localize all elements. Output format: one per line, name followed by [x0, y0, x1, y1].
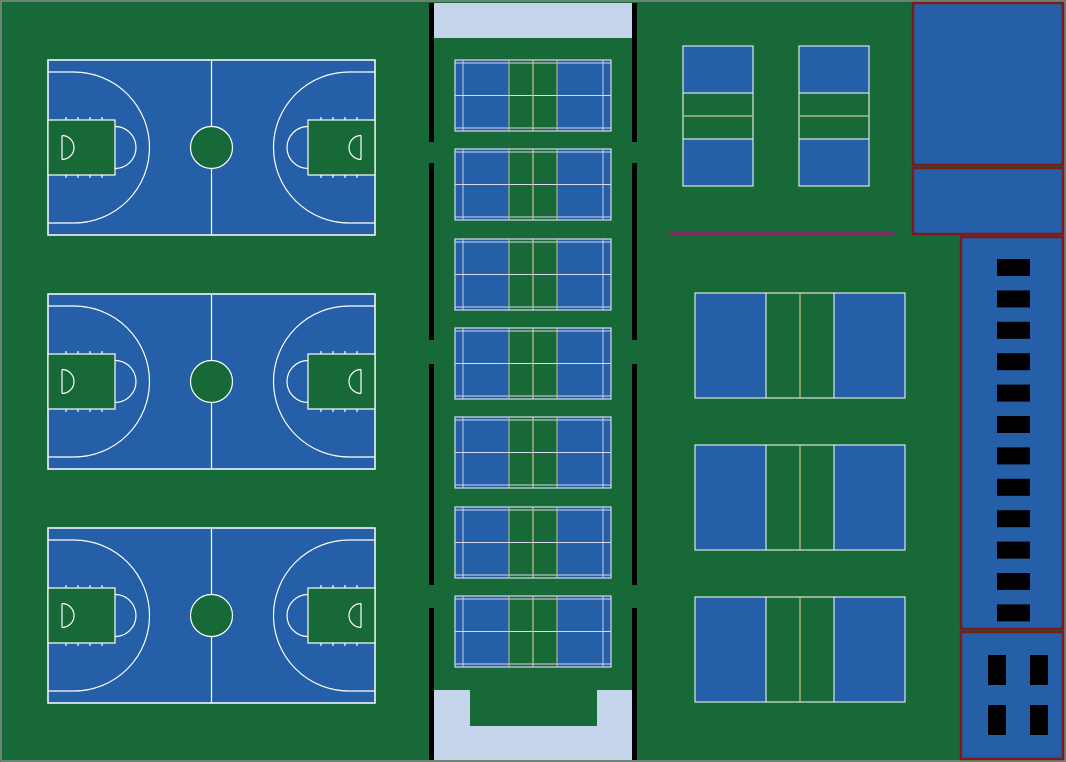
top-entrance-area: [434, 3, 632, 38]
three-point-line-right: [272, 305, 375, 458]
hall-wall-segment: [632, 163, 637, 340]
hall-wall-segment: [429, 608, 434, 760]
center-circle: [189, 359, 234, 404]
three-point-line-left: [48, 539, 151, 692]
court-outline: [454, 327, 612, 400]
three-point-line-left: [48, 71, 151, 224]
paint-key-left: [47, 587, 116, 644]
paint-key-left: [47, 119, 116, 176]
hall-wall-segment: [429, 3, 434, 142]
badminton-court: [454, 148, 612, 221]
basketball-court: [47, 293, 376, 470]
three-point-line-left: [48, 305, 151, 458]
room-seat: [988, 655, 1006, 685]
bleacher-seat: [997, 510, 1030, 528]
bottom-entrance-area: [434, 690, 632, 760]
bleacher-seat: [997, 573, 1030, 590]
bleacher-seat: [997, 447, 1030, 465]
court-outline: [454, 506, 612, 579]
center-circle: [189, 593, 234, 638]
paint-key-right: [307, 587, 376, 644]
bleacher-seat: [997, 353, 1030, 371]
restricted-arc-left: [61, 368, 75, 395]
court-outline: [454, 595, 612, 668]
hall-wall-segment: [429, 163, 434, 340]
hall-wall-segment: [632, 3, 637, 142]
bleacher-seat: [997, 604, 1030, 622]
center-circle: [189, 125, 234, 170]
court-outline: [454, 59, 612, 132]
paint-key-left: [47, 353, 116, 410]
right-side-rooms: [911, 1, 1065, 761]
free-throw-arc-left: [114, 125, 137, 170]
paint-key-right: [307, 119, 376, 176]
court-outline: [454, 238, 612, 311]
free-throw-arc-left: [114, 593, 137, 638]
bleacher-seat: [997, 290, 1030, 308]
free-throw-arc-right: [286, 593, 309, 638]
hall-wall-segment: [632, 364, 637, 585]
volleyball-court-large: [694, 292, 906, 399]
large-volleyball-courts: [694, 292, 906, 703]
room-seat: [988, 705, 1006, 735]
volleyball-court-large: [694, 596, 906, 703]
restricted-arc-right: [348, 134, 362, 161]
restricted-arc-left: [61, 602, 75, 629]
small-volleyball-courts: [682, 45, 870, 187]
office-room: [911, 166, 1065, 236]
bleacher-seat: [997, 321, 1030, 339]
bleacher-seat: [997, 259, 1030, 276]
bleacher-seat: [997, 416, 1030, 433]
bleacher-seat: [997, 541, 1030, 559]
basketball-court: [47, 59, 376, 236]
badminton-court: [454, 595, 612, 668]
free-throw-arc-right: [286, 359, 309, 404]
badminton-hall: [429, 3, 637, 760]
hall-wall-segment: [632, 608, 637, 760]
meeting-room: [959, 630, 1065, 761]
free-throw-arc-left: [114, 359, 137, 404]
basketball-court: [47, 527, 376, 704]
bleacher-seat: [997, 384, 1030, 402]
hall-wall-segment: [429, 364, 434, 585]
court-outline: [454, 148, 612, 221]
paint-key-right: [307, 353, 376, 410]
badminton-court: [454, 416, 612, 489]
bleacher-seat: [997, 478, 1030, 496]
badminton-court: [454, 238, 612, 311]
free-throw-arc-right: [286, 125, 309, 170]
three-point-line-right: [272, 539, 375, 692]
storage-room: [911, 1, 1065, 167]
room-seat: [1030, 655, 1048, 685]
restricted-arc-right: [348, 602, 362, 629]
volleyball-court-large: [694, 444, 906, 551]
badminton-court: [454, 506, 612, 579]
restricted-arc-left: [61, 134, 75, 161]
room-seat: [1030, 705, 1048, 735]
badminton-court: [454, 59, 612, 132]
badminton-court: [454, 327, 612, 400]
volleyball-court-small: [798, 45, 870, 187]
basketball-courts: [47, 59, 376, 704]
magenta-divider: [669, 231, 893, 236]
volleyball-court-small: [682, 45, 754, 187]
three-point-line-right: [272, 71, 375, 224]
court-outline: [454, 416, 612, 489]
restricted-arc-right: [348, 368, 362, 395]
